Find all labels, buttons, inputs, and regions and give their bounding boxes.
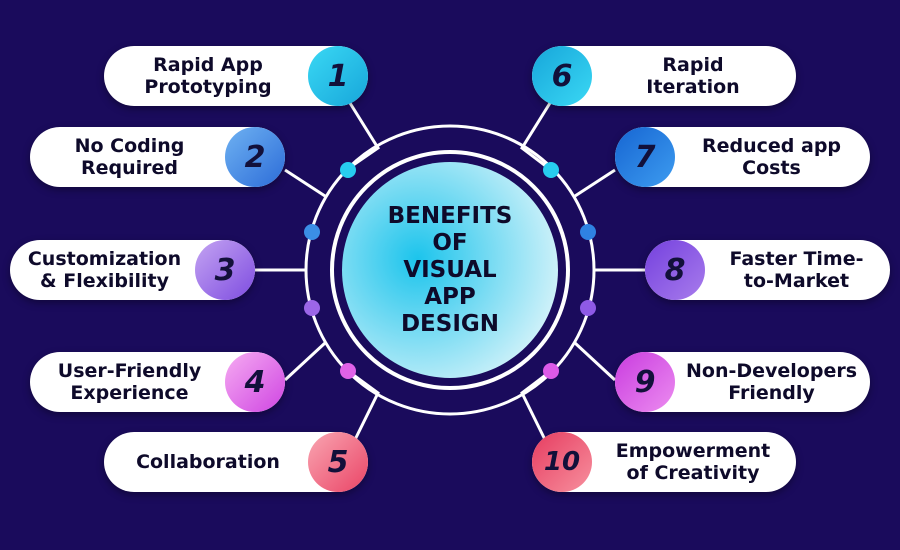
benefit-card-2: No Coding Required 2 <box>30 127 285 187</box>
ring-dot-6 <box>543 162 559 178</box>
benefit-label-4: User-Friendly Experience <box>57 360 202 404</box>
benefit-card-3: Customization & Flexibility 3 <box>10 240 255 300</box>
benefit-label-6: Rapid Iteration <box>646 54 740 98</box>
center-inner-ring <box>330 150 570 390</box>
center-circle <box>342 162 558 378</box>
benefit-card-9: 9 Non-Developers Friendly <box>615 352 870 412</box>
benefit-number-4: 4 <box>225 352 285 412</box>
benefit-label-2: No Coding Required <box>74 135 185 179</box>
connector-9 <box>573 341 617 382</box>
benefit-label-10: Empowerment of Creativity <box>615 440 771 484</box>
benefit-number-6: 6 <box>532 46 592 106</box>
benefit-number-1: 1 <box>308 46 368 106</box>
benefit-number-2: 2 <box>225 127 285 187</box>
ring-dot-2 <box>304 224 320 240</box>
benefit-label-5: Collaboration <box>136 451 280 473</box>
benefit-label-9: Non-Developers Friendly <box>685 360 858 404</box>
benefit-number-10: 10 <box>532 432 592 492</box>
benefit-label-1: Rapid App Prototyping <box>144 54 272 98</box>
connector-1 <box>343 94 381 172</box>
ring-dot-1 <box>340 162 356 178</box>
benefit-card-4: User-Friendly Experience 4 <box>30 352 285 412</box>
ring-dot-9 <box>543 363 559 379</box>
connector-6 <box>520 94 557 172</box>
ring-dot-4 <box>340 363 356 379</box>
benefit-label-3: Customization & Flexibility <box>27 248 182 292</box>
outer-ring <box>304 124 596 416</box>
benefit-card-6: 6 Rapid Iteration <box>532 46 796 106</box>
benefit-card-10: 10 Empowerment of Creativity <box>532 432 796 492</box>
connector-4 <box>283 341 327 382</box>
ring-dot-7 <box>580 224 596 240</box>
benefit-number-9: 9 <box>615 352 675 412</box>
connector-2 <box>284 168 326 198</box>
benefit-card-1: Rapid App Prototyping 1 <box>104 46 368 106</box>
benefit-label-7: Reduced app Costs <box>701 135 842 179</box>
connector-7 <box>574 168 616 198</box>
benefit-number-8: 8 <box>645 240 705 300</box>
benefit-number-3: 3 <box>195 240 255 300</box>
benefit-label-8: Faster Time- to-Market <box>729 248 864 292</box>
benefit-card-8: 8 Faster Time- to-Market <box>645 240 890 300</box>
ring-dot-8 <box>580 300 596 316</box>
benefit-card-5: Collaboration 5 <box>104 432 368 492</box>
ring-dot-3 <box>304 300 320 316</box>
benefit-card-7: 7 Reduced app Costs <box>615 127 870 187</box>
center-title: BENEFITS OF VISUAL APP DESIGN <box>387 202 513 337</box>
benefit-number-7: 7 <box>615 127 675 187</box>
benefit-number-5: 5 <box>308 432 368 492</box>
